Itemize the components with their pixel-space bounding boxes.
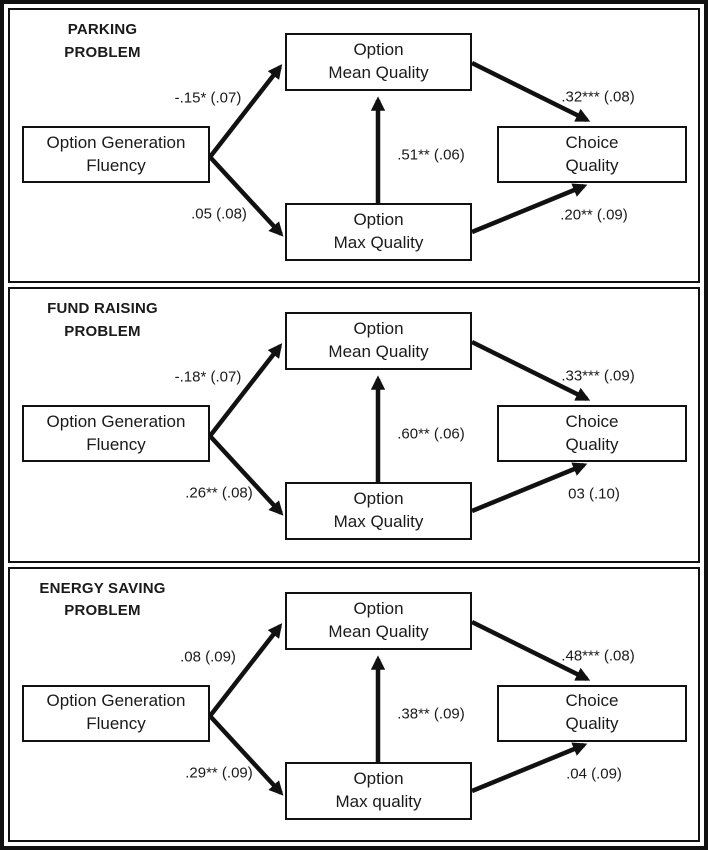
coef-max-to-choice: .04 (.09): [566, 765, 622, 783]
coef-max-to-choice: 03 (.10): [568, 485, 620, 503]
box-option-max-quality: Option Max quality: [285, 761, 472, 820]
arrow-fluency-to-mean: [208, 64, 283, 159]
box-option-mean-quality: Option Mean Quality: [285, 33, 472, 91]
panel-parking-problem: PARKING PROBLEM Option Generation Fluenc…: [8, 8, 700, 284]
coef-fluency-to-max: .29** (.09): [185, 764, 253, 782]
coef-fluency-to-max: .26** (.08): [185, 484, 253, 502]
box-choice-quality: Choice Quality: [497, 405, 687, 463]
coef-fluency-to-mean: -.18* (.07): [174, 368, 242, 386]
box-option-generation-fluency: Option Generation Fluency: [22, 684, 210, 742]
arrow-fluency-to-mean: [208, 622, 283, 718]
box-option-generation-fluency: Option Generation Fluency: [22, 126, 210, 183]
coef-max-to-mean: .51** (.06): [397, 146, 465, 164]
coef-mean-to-choice: .32*** (.08): [561, 88, 635, 106]
coef-fluency-to-mean: -.15* (.07): [174, 89, 242, 107]
arrow-mean-to-choice: [471, 340, 591, 402]
arrow-max-to-choice: [471, 183, 588, 235]
box-option-mean-quality: Option Mean Quality: [285, 591, 472, 650]
arrow-max-to-choice: [471, 462, 588, 514]
coef-max-to-mean: .60** (.06): [397, 425, 465, 443]
box-option-max-quality: Option Max Quality: [285, 203, 472, 261]
panel-title: ENERGY SAVING PROBLEM: [39, 579, 166, 620]
box-choice-quality: Choice Quality: [497, 684, 687, 742]
arrow-mean-to-choice: [471, 60, 591, 123]
arrow-mean-to-choice: [471, 619, 591, 681]
path-arrows: [208, 340, 591, 516]
panel-title: PARKING PROBLEM: [64, 21, 141, 61]
box-option-max-quality: Option Max Quality: [285, 482, 472, 541]
coef-max-to-choice: .20** (.09): [560, 206, 628, 224]
path-arrows: [208, 619, 591, 796]
box-option-mean-quality: Option Mean Quality: [285, 312, 472, 371]
arrow-max-to-choice: [471, 742, 588, 793]
panel-energy-saving-problem: ENERGY SAVING PROBLEM Option Generation …: [8, 566, 700, 842]
panel-title: FUND RAISING PROBLEM: [47, 300, 158, 340]
coef-mean-to-choice: .48*** (.08): [561, 647, 635, 665]
arrow-fluency-to-max: [208, 714, 284, 796]
arrow-fluency-to-max: [208, 155, 284, 237]
coef-mean-to-choice: .33*** (.09): [561, 367, 635, 385]
coef-fluency-to-max: .05 (.08): [191, 205, 247, 223]
box-choice-quality: Choice Quality: [497, 126, 687, 183]
path-arrows: [208, 60, 591, 237]
coef-fluency-to-mean: .08 (.09): [180, 648, 236, 666]
box-option-generation-fluency: Option Generation Fluency: [22, 405, 210, 463]
arrow-fluency-to-mean: [208, 343, 283, 438]
panel-fund-raising-problem: FUND RAISING PROBLEM Option Generation F…: [8, 287, 700, 563]
arrow-fluency-to-max: [208, 434, 284, 516]
coef-max-to-mean: .38** (.09): [397, 705, 465, 723]
